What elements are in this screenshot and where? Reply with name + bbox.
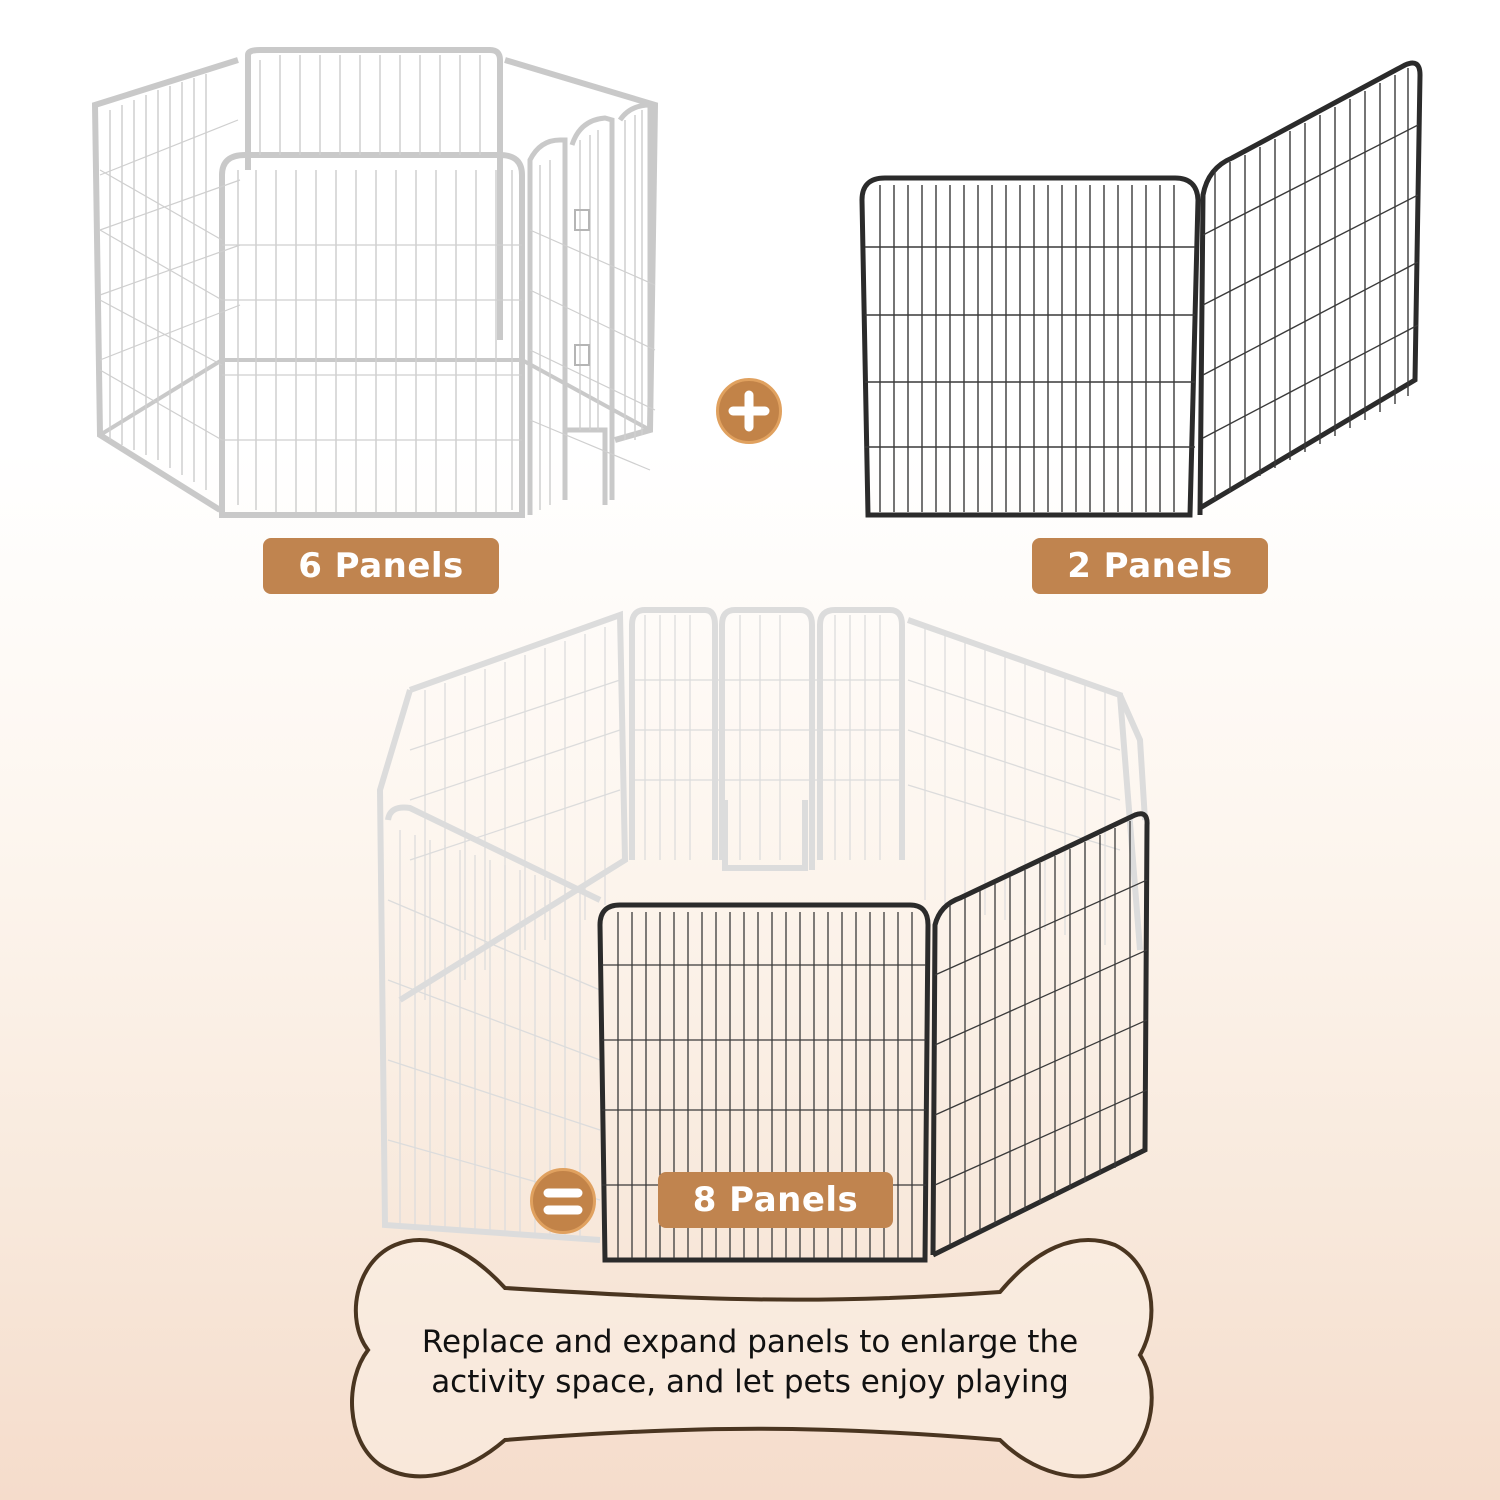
six-panels-badge: 6 Panels [263, 538, 499, 594]
plus-icon [728, 390, 770, 432]
caption: Replace and expand panels to enlarge the… [360, 1322, 1140, 1402]
caption-line-2: activity space, and let pets enjoy playi… [431, 1364, 1069, 1400]
caption-line-1: Replace and expand panels to enlarge the [421, 1324, 1079, 1360]
two-panels-label: 2 Panels [1067, 546, 1233, 586]
eight-panels-badge: 8 Panels [658, 1172, 893, 1228]
plus-operator [716, 378, 782, 444]
equals-icon [543, 1188, 583, 1215]
six-panels-label: 6 Panels [298, 546, 464, 586]
two-panels-badge: 2 Panels [1032, 538, 1268, 594]
eight-panels-label: 8 Panels [692, 1180, 859, 1220]
equals-operator [530, 1168, 596, 1234]
